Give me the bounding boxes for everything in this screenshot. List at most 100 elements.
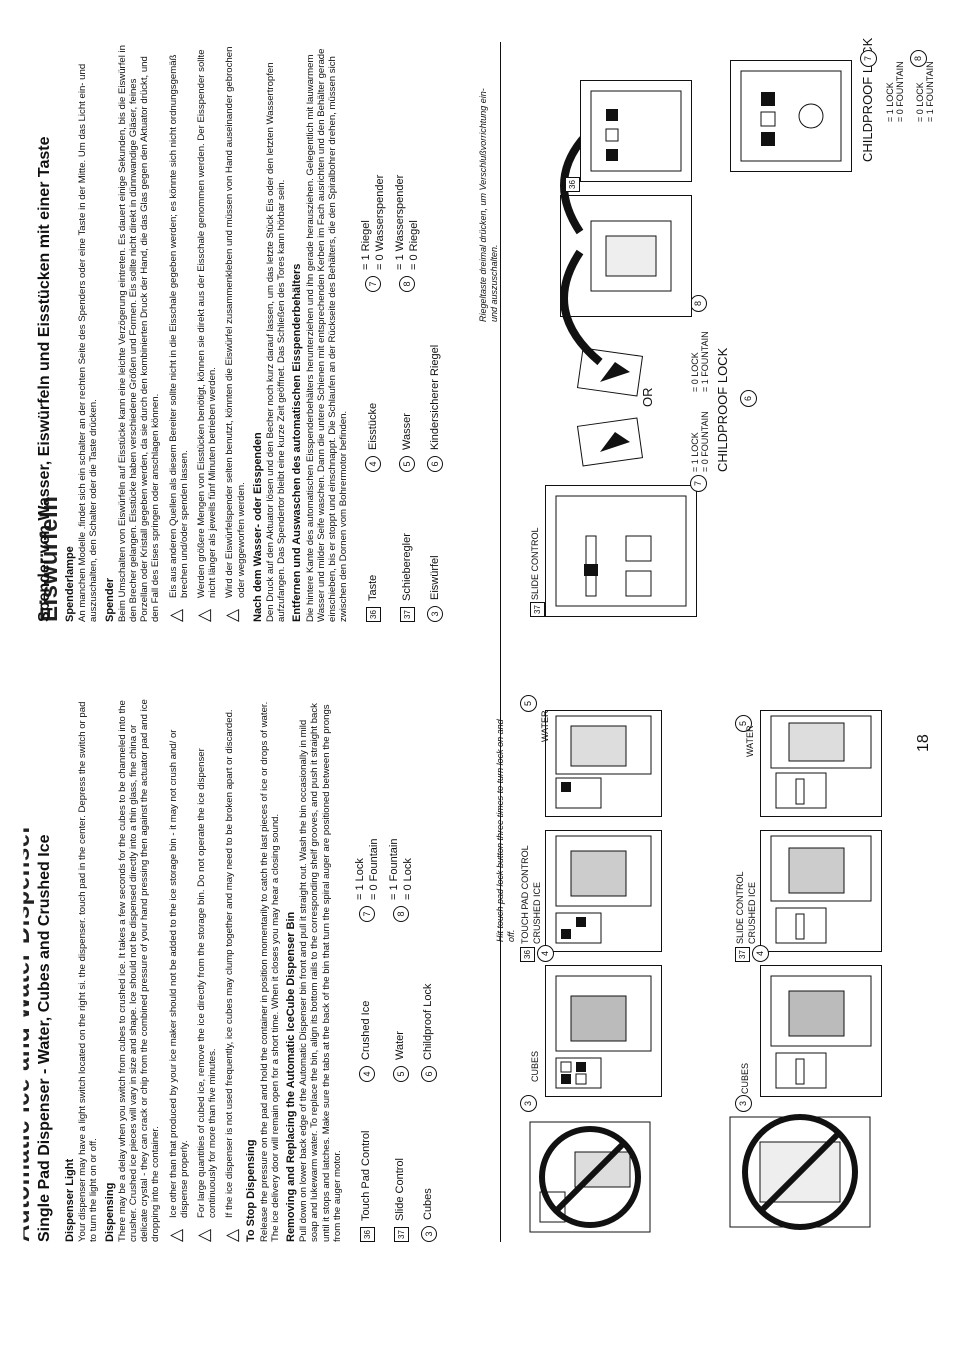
callout-6: 6 [740,390,757,407]
callout-36: 36 [520,947,535,962]
callout-7b: 7 [860,50,877,67]
lock0-label: = 0 LOCK [690,352,700,392]
touch-pad-cubes-figure [545,965,662,1097]
spender-heading: Spender [103,577,116,622]
legend-item-7: 7= 1 Lock= 0 Fountain [353,722,381,922]
warning-2: △ For large quantities of cubed ice, rem… [194,697,219,1242]
fountain0-label-2: = 0 FOUNTAIN [895,61,905,122]
callout-4: 4 [537,945,554,962]
lock1-label-2: = 1 LOCK [885,82,895,122]
callout-37-de: 37 [530,602,545,617]
slide-cubes-figure [760,965,882,1097]
warning-triangle-icon: △ [165,608,185,622]
german-body: Spenderlampe An manchen Modelle .findet … [60,42,444,622]
english-title: Single Pad Dispenser - Water, Cubes and … [36,834,53,1242]
fountain1-label-2: = 1 FOUNTAIN [925,61,935,122]
touch-pad-control-label: TOUCH PAD CONTROL [520,845,530,944]
water-label: WATER [540,710,550,743]
stop-dispensing-text: Release the pressure on the pad and hold… [258,701,281,1242]
touch-pad-water-figure [545,710,662,817]
slide-water-figure [760,710,882,817]
childproof-lock-label-1: CHILDPROOF LOCK [715,347,730,472]
warnung-2-text: Werden größere Mengen von Eisstücken ben… [196,49,219,598]
lock1-label: = 1 LOCK [690,432,700,472]
water-label-2: WATER [745,725,755,758]
english-note: Hit touch pad lock button three times to… [495,719,516,942]
dispensing-text: There may be a delay when you switch fro… [116,699,162,1242]
childproof-lock-panel-figure [730,60,852,172]
or-label: OR [640,387,655,408]
no-thin-glass-figure-1 [520,1112,660,1242]
warning-triangle-icon: △ [194,1228,214,1242]
english-partial-heading: Automatic Ice and Water Dispenser [8,823,35,1242]
dispenser-light-text: Your dispenser may have a light switch l… [77,701,100,1242]
no-thin-glass-figure-2 [720,1112,880,1242]
slide-control-label-de: SLIDE CONTROL [530,527,540,600]
fountain0-label: = 0 FOUNTAIN [700,411,710,472]
dispensing-heading: Dispensing [103,1182,116,1242]
prohibition-icon [729,1114,871,1230]
nach-dem-spenden-heading: Nach dem Wasser- oder Eisspenden [251,432,264,622]
warning-2-text: For large quantities of cubed ice, remov… [196,748,219,1218]
slide-control-label: SLIDE CONTROL [735,871,745,944]
warning-triangle-icon: △ [165,1228,185,1242]
behaelter-text: Die hintere Kante des automatischen Eiss… [304,48,350,622]
callout-3b: 3 [735,1095,752,1112]
warnung-2: △ Werden größere Mengen von Eisstücken b… [194,42,219,622]
warning-3-text: If the ice dispenser is not used frequen… [224,709,236,1218]
slide-switch-detail-figure [560,332,690,472]
callout-3: 3 [520,1095,537,1112]
callout-5: 5 [520,695,537,712]
warning-triangle-icon: △ [222,1228,242,1242]
bin-text: Pull down on lower back edge of the Auto… [298,703,343,1242]
crushed-ice-label-2: CRUSHED ICE [747,881,757,944]
touch-pad-lock-figure [580,80,692,182]
bin-heading: Removing and Replacing the Automatic Ice… [285,911,298,1242]
spenderlampe-text: An manchen Modelle .findet sich ein scha… [77,63,100,622]
crushed-ice-label: CRUSHED ICE [532,881,542,944]
legend-item-8: 8= 1 Wasserspender= 0 Riegel [393,62,421,292]
slide-control-lock-figure [545,485,697,617]
legend-item-8: 8= 1 Fountain= 0 Lock [387,722,415,922]
warnung-1-text: Eis aus anderen Quellen als diesem Berei… [167,54,190,598]
cubes-label: CUBES [530,1050,540,1082]
cubes-label-2: CUBES [740,1062,750,1094]
warning-3: △ If the ice dispenser is not used frequ… [222,697,242,1242]
page-number: 18 [915,734,932,752]
legend-item-7: 7= 1 Riegel= 0 Wasserspender [359,62,387,292]
glass-removal-figure [560,195,692,317]
german-note: Riegeltaste dreimal drücken, um Verschlu… [478,88,499,322]
german-title: Spender von Wasser, Eiswürfeln und Eisst… [36,136,53,622]
lock0-label-2: = 0 LOCK [915,82,925,122]
callout-7: 7 [690,475,707,492]
slide-crushed-figure [760,830,882,952]
prohibition-icon [529,1121,651,1233]
fountain1-label: = 1 FOUNTAIN [700,331,710,392]
callout-4b: 4 [752,945,769,962]
english-body: Dispenser Light Your dispenser may have … [60,697,438,1242]
warning-1: △ Ice other than that produced by your i… [165,697,190,1242]
callout-36-de: 36 [565,177,580,192]
callout-37: 37 [735,947,750,962]
warning-1-text: Ice other than that produced by your ice… [167,729,190,1218]
touch-pad-crushed-figure [545,830,662,952]
warnung-3-text: Wird der Eiswürfelspender selten benutzt… [224,46,247,598]
dispenser-light-heading: Dispenser Light [64,1158,76,1242]
behaelter-heading: Entfernen und Auswaschen des automatisch… [291,263,304,622]
nach-dem-spenden-text: Den Druck auf den Aktuator lösen und den… [265,62,288,622]
warning-triangle-icon: △ [222,608,242,622]
warnung-3: △ Wird der Eiswürfelspender selten benut… [222,42,247,622]
